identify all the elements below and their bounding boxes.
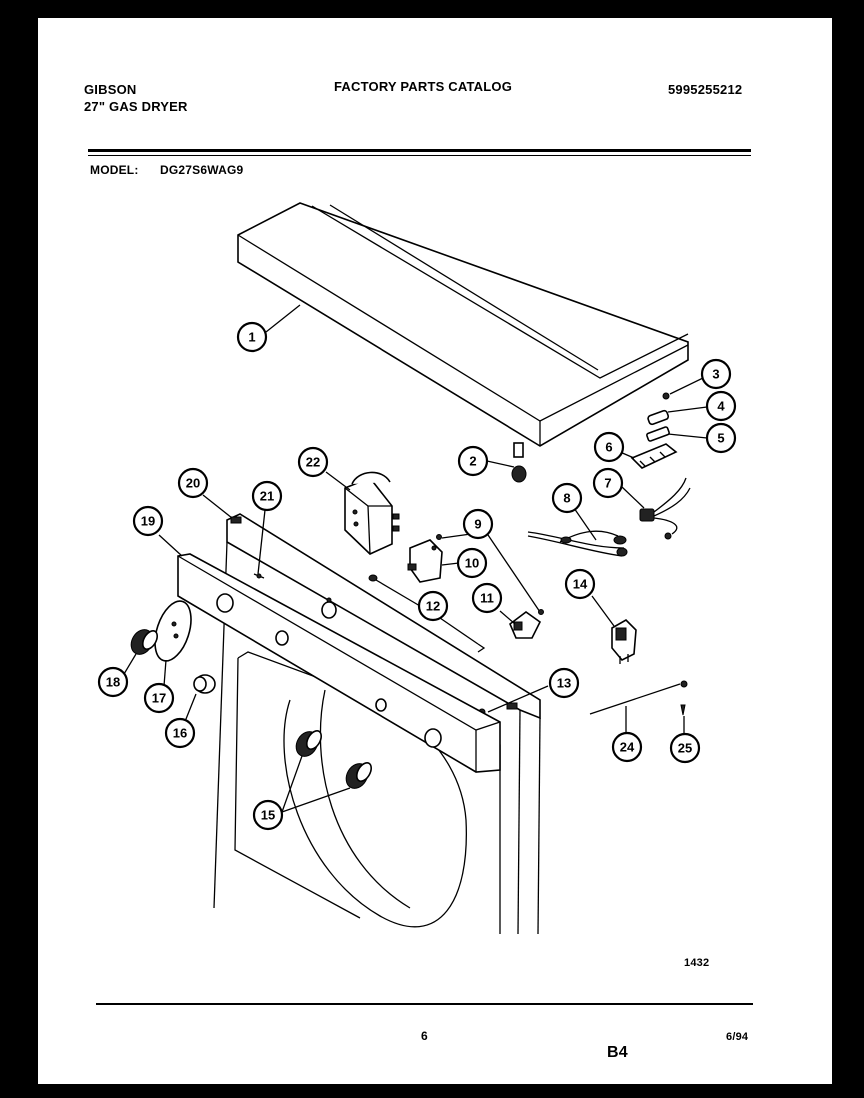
- page-number: 6: [421, 1029, 428, 1043]
- svg-text:20: 20: [186, 476, 200, 491]
- callout-6: 6: [593, 431, 625, 463]
- catalog-title: FACTORY PARTS CATALOG: [334, 79, 513, 94]
- terminal-block: [630, 443, 678, 469]
- callout-15: 15: [252, 799, 284, 831]
- callout-17: 17: [143, 682, 175, 714]
- svg-text:25: 25: [678, 741, 692, 756]
- svg-text:10: 10: [465, 556, 479, 571]
- harness-connector: [639, 477, 691, 540]
- svg-text:9: 9: [474, 517, 481, 532]
- callout-10: 10: [456, 547, 488, 579]
- svg-text:2: 2: [469, 454, 476, 469]
- callout-21: 21: [251, 480, 283, 512]
- svg-text:16: 16: [173, 726, 187, 741]
- svg-text:12: 12: [426, 599, 440, 614]
- svg-text:3: 3: [712, 367, 719, 382]
- callout-1: 1: [236, 321, 268, 353]
- callout-20: 20: [177, 467, 209, 499]
- svg-text:15: 15: [261, 808, 275, 823]
- svg-text:7: 7: [604, 476, 611, 491]
- svg-text:19: 19: [141, 514, 155, 529]
- screws: [368, 531, 544, 716]
- small-clip-parts: [646, 392, 670, 442]
- brand-name: GIBSON: [84, 82, 137, 97]
- leader-lines: [123, 304, 708, 813]
- model-label: MODEL:: [90, 163, 139, 177]
- svg-text:13: 13: [557, 676, 571, 691]
- catalog-number: 5995255212: [668, 82, 743, 97]
- callout-14: 14: [564, 568, 596, 600]
- callout-19: 19: [132, 505, 164, 537]
- timer-knob: [130, 629, 159, 655]
- callout-8: 8: [551, 482, 583, 514]
- callout-24: 24: [611, 731, 643, 763]
- drawing-number: 1432: [684, 957, 710, 969]
- callout-25: 25: [669, 732, 701, 764]
- callout-16: 16: [164, 717, 196, 749]
- callout-12: 12: [417, 590, 449, 622]
- date-code: 6/94: [726, 1031, 749, 1043]
- wire-harness: [527, 530, 628, 557]
- svg-text:14: 14: [573, 577, 588, 592]
- callout-18: 18: [97, 666, 129, 698]
- callout-2: 2: [457, 445, 489, 477]
- callout-9: 9: [462, 508, 494, 540]
- svg-text:22: 22: [306, 455, 320, 470]
- callout-7: 7: [592, 467, 624, 499]
- push-button-knob: [193, 674, 216, 694]
- control-console: [177, 553, 501, 773]
- svg-text:4: 4: [717, 399, 725, 414]
- svg-text:17: 17: [152, 691, 166, 706]
- push-to-start-switch: [407, 539, 443, 583]
- knobs: [295, 730, 373, 789]
- svg-text:6: 6: [605, 440, 612, 455]
- section-code: B4: [607, 1044, 628, 1061]
- wire-and-clip: [589, 680, 688, 716]
- svg-text:11: 11: [480, 591, 494, 606]
- svg-text:1: 1: [248, 330, 255, 345]
- callout-4: 4: [705, 390, 737, 422]
- product-name: 27" GAS DRYER: [84, 99, 188, 114]
- dial-skirt: [154, 600, 192, 662]
- door-switch: [509, 611, 542, 639]
- callout-13: 13: [548, 667, 580, 699]
- callout-5: 5: [705, 422, 737, 454]
- model-number: DG27S6WAG9: [160, 163, 244, 177]
- svg-text:8: 8: [563, 491, 570, 506]
- svg-text:24: 24: [620, 740, 635, 755]
- selector-switch: [611, 619, 637, 664]
- header-rule-thin: [88, 155, 751, 156]
- timer-assembly: [344, 471, 400, 555]
- header-rule-thick: [88, 149, 751, 152]
- callout-22: 22: [297, 446, 329, 478]
- top-panel: [237, 202, 689, 447]
- callout-11: 11: [471, 582, 503, 614]
- svg-text:5: 5: [717, 431, 724, 446]
- callout-3: 3: [700, 358, 732, 390]
- footer-rule: [96, 1003, 753, 1005]
- glide-part: [511, 442, 527, 483]
- svg-text:18: 18: [106, 675, 120, 690]
- svg-text:21: 21: [260, 489, 274, 504]
